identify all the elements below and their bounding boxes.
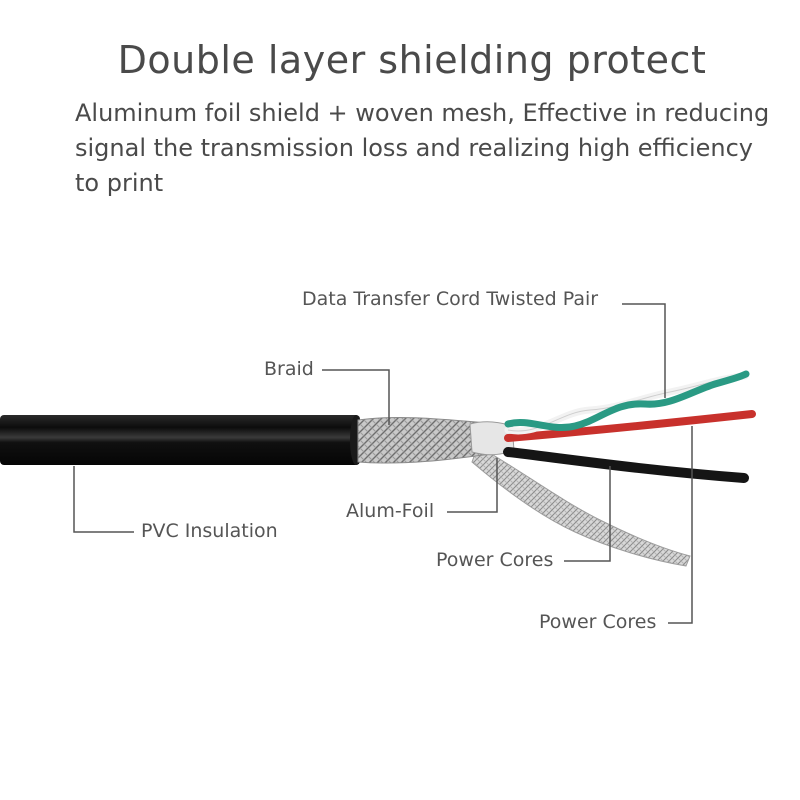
label-power-cores: Power Cores [436, 549, 554, 571]
black-wire [503, 447, 749, 483]
leader-twisted-pair [622, 303, 666, 398]
label-pvc-insulation: PVC Insulation [141, 520, 278, 542]
subtitle-line: signal the transmission loss and realizi… [75, 134, 753, 162]
label-twisted-pair: Data Transfer Cord Twisted Pair [302, 288, 599, 310]
label-power-cores: Power Cores [539, 611, 657, 633]
leader-power-cores-2 [668, 426, 693, 624]
red-wire [504, 410, 756, 442]
subtitle-line: Aluminum foil shield + woven mesh, Effec… [75, 99, 770, 127]
subtitle-line: to print [75, 169, 164, 197]
diagram-subtitle: Aluminum foil shield + woven mesh, Effec… [75, 96, 775, 201]
label-alum-foil: Alum-Foil [346, 500, 435, 522]
leader-power-cores-1 [564, 466, 611, 562]
leader-alum-foil [447, 458, 498, 513]
pvc-jacket [0, 415, 360, 465]
leader-braid [322, 369, 390, 425]
label-braid: Braid [264, 358, 314, 380]
braid-tail [471, 445, 691, 567]
leader-pvc [73, 466, 134, 533]
green-wire [504, 370, 750, 431]
diagram-title: Double layer shielding protect [117, 38, 707, 82]
